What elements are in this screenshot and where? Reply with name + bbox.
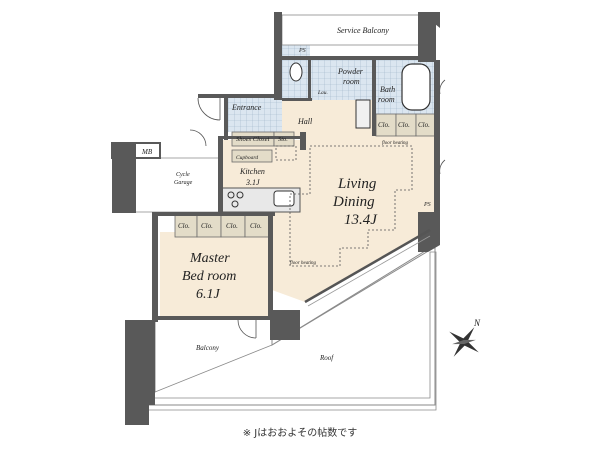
storage-label: Sto.	[278, 136, 288, 143]
closet-label: Clo.	[398, 121, 410, 129]
closet-label: Clo.	[378, 121, 390, 129]
master-bedroom-label-1: Master	[189, 251, 230, 266]
living-label-1: Living	[337, 176, 377, 192]
entrance-floor	[228, 98, 282, 132]
master-bedroom-label-2: Bed room	[182, 269, 236, 284]
kitchen-size: 3.1J	[245, 178, 260, 187]
mb-label: MB	[141, 148, 153, 156]
kitchen-counter	[221, 187, 301, 213]
living-dining-floor	[272, 135, 435, 302]
ps-top-label: PS	[298, 48, 306, 54]
laundry-floor	[310, 60, 372, 100]
living-label-2: Dining	[332, 194, 375, 210]
ps-right-label: PS	[423, 202, 431, 208]
area-note: ※ Jはおおよその帖数です	[242, 428, 358, 439]
cycle-garage-label-1: Cycle	[176, 172, 190, 178]
master-bedroom-floor	[160, 232, 272, 318]
floor-heating-label-2: floor heating	[290, 261, 316, 266]
cupboard-label: Cupboard	[236, 155, 258, 161]
balcony-label: Balcony	[196, 344, 220, 352]
powder-room-label-2: room	[343, 77, 360, 86]
roof-label: Roof	[319, 354, 334, 362]
service-balcony-label: Service Balcony	[337, 26, 389, 35]
bath-room-label-1: Bath	[380, 85, 395, 94]
laundry-label: Lau.	[317, 90, 328, 96]
closet-label: Clo.	[178, 222, 190, 230]
closet-label: Clo.	[250, 222, 262, 230]
bath-room-label-2: room	[378, 95, 395, 104]
kitchen-label: Kitchen	[239, 167, 265, 176]
closet-label: Clo.	[226, 222, 238, 230]
toilet	[289, 62, 303, 82]
floor-heating-zones	[275, 145, 413, 267]
shoes-closet-label: Shoes Closet	[236, 136, 270, 143]
master-bedroom-size: 6.1J	[196, 287, 221, 302]
hall-label: Hall	[297, 117, 313, 126]
north-compass-icon	[449, 327, 479, 357]
door-swings	[189, 79, 446, 339]
cycle-garage-label-2: Garage	[174, 180, 193, 186]
entrance-label: Entrance	[231, 103, 262, 112]
closet-labels: Clo. Clo. Clo. Clo. Clo. Clo. Clo.	[178, 121, 430, 230]
closet-label: Clo.	[201, 222, 213, 230]
floor-heating-label-1: floor heating	[382, 141, 408, 146]
north-label: N	[473, 318, 481, 328]
washbasin	[355, 99, 371, 129]
closet-label: Clo.	[418, 121, 430, 129]
bathtub	[401, 63, 431, 111]
living-size: 13.4J	[344, 212, 378, 228]
powder-room-label-1: Powder	[337, 67, 364, 76]
